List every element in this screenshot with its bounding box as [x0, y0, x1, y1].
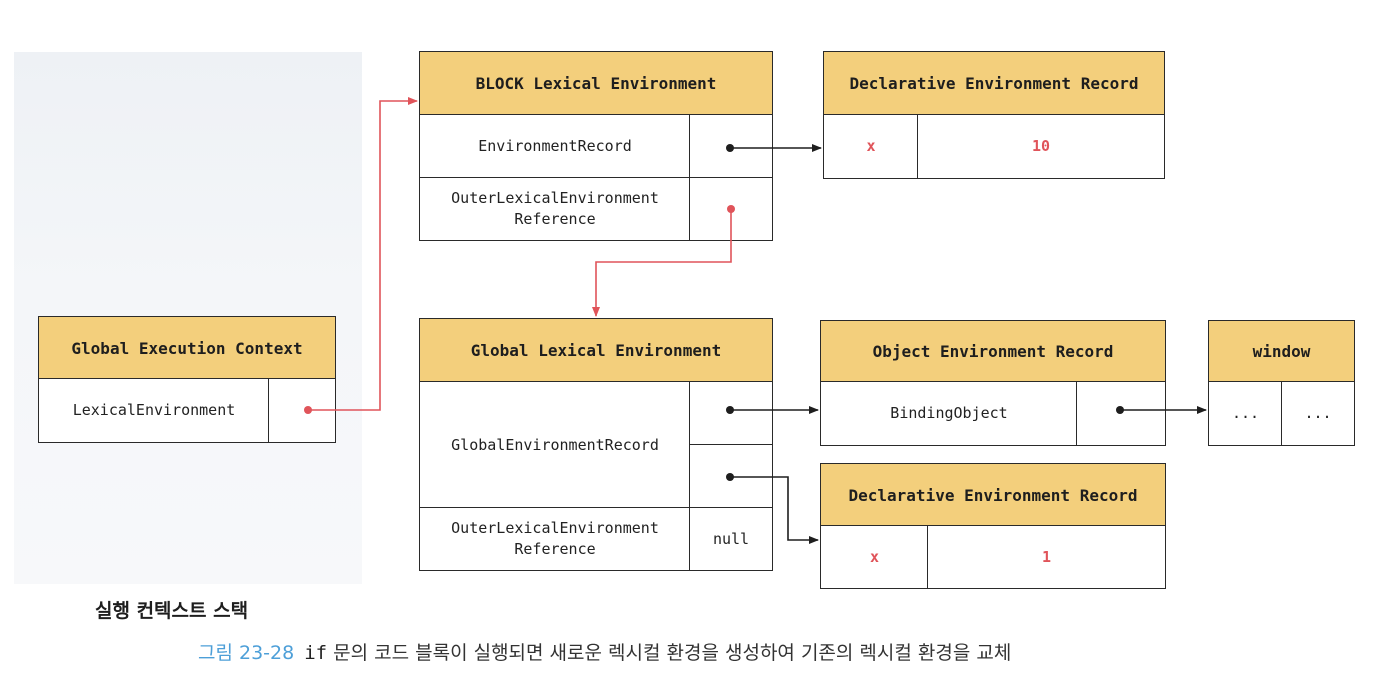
block-lexical-environment-title: BLOCK Lexical Environment [419, 51, 773, 116]
global-outer-reference-label: OuterLexicalEnvironment Reference [419, 507, 691, 571]
global-declarative-record-title: Declarative Environment Record [820, 463, 1166, 527]
arrow-context-to-block-env [304, 97, 418, 414]
global-execution-context-title: Global Execution Context [38, 316, 336, 380]
figure-number: 그림 23-28 [198, 642, 295, 664]
arrow-binding-object-to-window [1116, 406, 1207, 414]
arrow-block-record-to-declarative [726, 144, 822, 152]
block-declarative-record-title: Declarative Environment Record [823, 51, 1165, 116]
window-object-cell-2: ... [1281, 381, 1355, 446]
global-declarative-record-key: x [820, 525, 929, 589]
block-outer-reference-label: OuterLexicalEnvironment Reference [419, 177, 691, 241]
execution-context-stack-label: 실행 컨텍스트 스택 [95, 600, 249, 622]
block-environment-record-label: EnvironmentRecord [419, 114, 691, 179]
block-declarative-record-key: x [823, 114, 919, 179]
object-environment-record-title: Object Environment Record [820, 320, 1166, 383]
arrow-block-outer-to-global-env [592, 205, 735, 317]
window-object-cell-1: ... [1208, 381, 1283, 446]
binding-object-label: BindingObject [820, 381, 1078, 446]
global-environment-record-label: GlobalEnvironmentRecord [419, 381, 691, 509]
arrow-global-record-to-declarative [726, 473, 819, 544]
global-outer-reference-value: null [689, 507, 773, 571]
caption-code-keyword: if [304, 642, 328, 664]
block-declarative-record-value: 10 [917, 114, 1165, 179]
caption-text: 문의 코드 블록이 실행되면 새로운 렉시컬 환경을 생성하여 기존의 렉시컬 … [333, 642, 1012, 664]
window-object-title: window [1208, 320, 1355, 383]
global-declarative-record-value: 1 [927, 525, 1166, 589]
arrow-global-record-to-object-record [726, 406, 819, 414]
